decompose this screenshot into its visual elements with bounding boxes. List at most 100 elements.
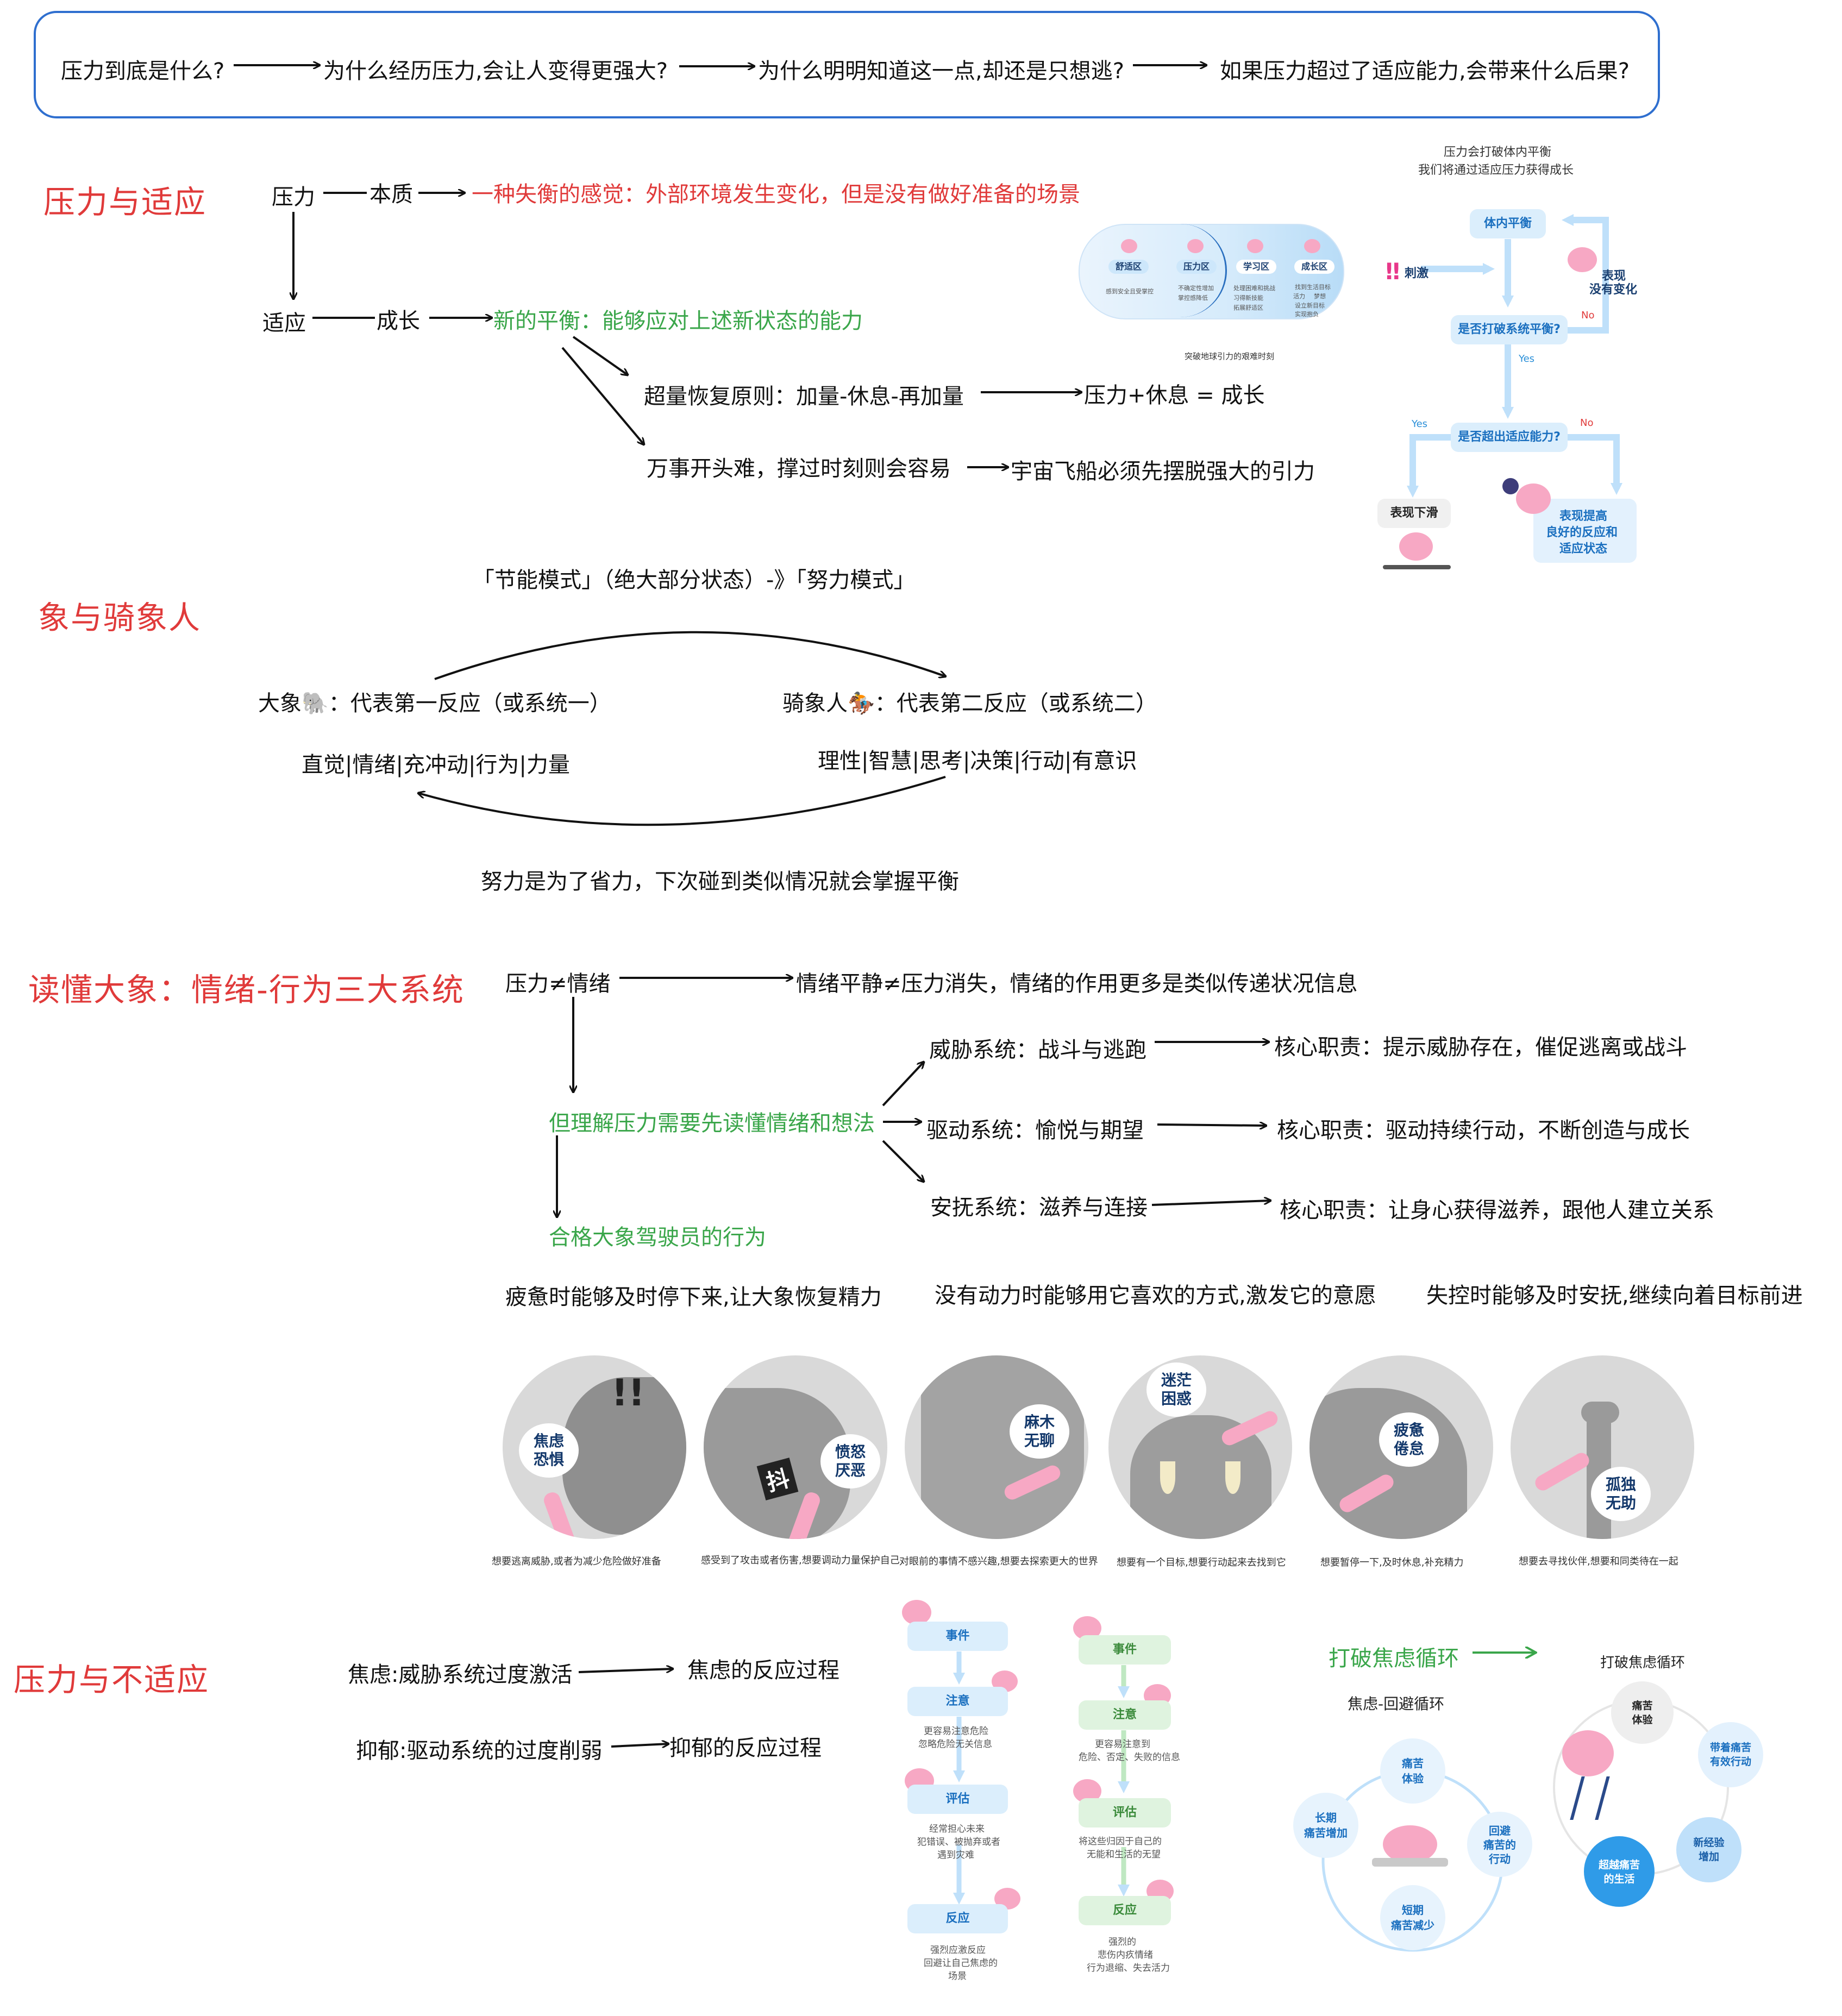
break-node-4: 超越痛苦的生活 (1584, 1836, 1655, 1907)
elephant-def: 大象🐘：代表第一反应（或系统一） (258, 691, 611, 716)
chainA-step-react: 反应 (907, 1904, 1008, 1933)
chainA-brain-1 (902, 1600, 931, 1625)
zones-divider-arc (1127, 224, 1227, 317)
chainA-desc-3c: 遇到灾难 (937, 1850, 974, 1861)
avoid-center-brain (1383, 1825, 1437, 1863)
emotion-caption-6: 想要去寻找伙伴,想要和同类待在一起 (1519, 1556, 1678, 1567)
exclaim-icon: !! (611, 1372, 646, 1415)
break-node-3: 新经验增加 (1676, 1817, 1741, 1882)
chainA-desc-4a: 强烈应激反应 (930, 1945, 986, 1956)
chainA-desc-2b: 忽略危险无关信息 (918, 1739, 992, 1750)
flow-q1: 是否打破系统平衡? (1451, 315, 1568, 344)
chainB-step-react: 反应 (1079, 1896, 1171, 1925)
rider-traits: 理性|智慧|思考|决策|行动|有意识 (818, 749, 1137, 774)
avoid-node-1: 痛苦体验 (1380, 1738, 1445, 1804)
flow-balance: 体内平衡 (1470, 209, 1546, 238)
flow-title-1: 压力会打破体内平衡 (1444, 146, 1552, 159)
emotion-bubble-4: 迷茫困惑 (1146, 1362, 1206, 1417)
emotion-caption-1: 想要逃离威胁,或者为减少危险做好准备 (492, 1556, 661, 1567)
elephant-traits: 直觉|情绪|充冲动|行为|力量 (302, 752, 570, 777)
emotion-bubble-3: 麻木无聊 (1010, 1404, 1069, 1459)
header-step-1: 压力到底是什么? (61, 59, 225, 84)
avoid-node-4: 长期痛苦增加 (1293, 1793, 1358, 1858)
flow-decline: 表现下滑 (1377, 499, 1451, 528)
flow-nochange-2: 没有变化 (1589, 283, 1638, 297)
chainB-desc-4a: 强烈的 (1108, 1937, 1136, 1948)
header-step-4: 如果压力超过了适应能力,会带来什么后果? (1220, 59, 1630, 84)
chainA-desc-4b: 回避让自己焦虑的 (924, 1958, 998, 1969)
flow-brain-nochange (1568, 247, 1597, 272)
flow-stimulus: 刺激 (1405, 267, 1429, 280)
behavior-3: 失控时能够及时安抚,继续向着目标前进 (1426, 1283, 1803, 1308)
section-title-maladapt: 压力与不适应 (14, 1661, 210, 1698)
flow-improve-2: 良好的反应和 (1546, 526, 1618, 539)
emotion-bubble-6: 孤独无助 (1591, 1467, 1651, 1521)
zone-stress: 压力区 (1176, 260, 1217, 274)
chainA-step-eval: 评估 (907, 1785, 1008, 1814)
header-step-3: 为什么明明知道这一点,却还是只想逃? (758, 59, 1124, 84)
chainB-desc-3a: 将这些归因于自己的 (1079, 1836, 1162, 1847)
break-cycle-label: 打破焦虑循环 (1329, 1646, 1459, 1671)
emotion-caption-3: 对眼前的事情不感兴趣,想要去探索更大的世界 (899, 1556, 1098, 1567)
node-adapt: 适应 (262, 311, 306, 336)
flow-improve-1: 表现提高 (1559, 510, 1608, 523)
flow-title-2: 我们将通过适应压力获得成长 (1418, 164, 1574, 177)
qualified-driver: 合格大象驾驶员的行为 (549, 1225, 766, 1250)
chainB-desc-3b: 无能和生活的无望 (1087, 1849, 1161, 1860)
flow-nochange-1: 表现 (1602, 269, 1626, 283)
overload-principle: 超量恢复原则：加量-休息-再加量 (644, 384, 964, 409)
flow-improve-box (1533, 499, 1637, 563)
section-title-elephant-rider: 象与骑象人 (38, 599, 202, 636)
flow-q2: 是否超出适应能力? (1451, 423, 1568, 452)
emotion-bubble-2: 愤怒厌恶 (820, 1434, 880, 1489)
chainA-desc-3b: 犯错误、被抛弃或者 (917, 1837, 1000, 1848)
chainA-step-attention: 注意 (907, 1687, 1008, 1716)
pressure-not-emotion: 压力≠情绪 (505, 971, 611, 996)
zone-desc-3c: 拓展舒适区 (1233, 304, 1263, 311)
soothe-system: 安抚系统：滋养与连接 (930, 1195, 1148, 1220)
avoid-node-3: 短期痛苦减少 (1380, 1885, 1445, 1950)
flow-yes-2: Yes (1412, 418, 1428, 430)
depression-def: 抑郁:驱动系统的过度削弱 (356, 1738, 603, 1763)
chainA-desc-2a: 更容易注意危险 (924, 1726, 988, 1737)
chainB-desc-4b: 悲伤内疚情绪 (1098, 1950, 1153, 1961)
break-cycle-title: 打破焦虑循环 (1600, 1655, 1686, 1671)
rider-def: 骑象人🏇：代表第二反应（或系统二） (782, 691, 1157, 716)
dumbbell-icon (1502, 478, 1519, 494)
flow-brain-decline (1399, 532, 1433, 561)
emotion-caption-2: 感受到了攻击或者伤害,想要调动力量保护自己 (701, 1555, 900, 1566)
break-node-2: 带着痛苦有效行动 (1698, 1722, 1763, 1787)
zone-desc-4d: 设立新目标 (1295, 302, 1325, 309)
zone-desc-4c: 梦想 (1314, 293, 1326, 300)
avoid-center-bed (1372, 1858, 1448, 1867)
zone-desc-4e: 实现抱负 (1295, 311, 1319, 318)
emotion-caption-4: 想要有一个目标,想要行动起来去找到它 (1117, 1557, 1286, 1568)
behavior-2: 没有动力时能够用它喜欢的方式,激发它的意愿 (935, 1283, 1376, 1308)
zone-brain-2 (1187, 239, 1204, 253)
zone-desc-3b: 习得新技能 (1233, 294, 1263, 302)
chainA-desc-4c: 场景 (948, 1971, 967, 1982)
zones-caption: 突破地球引力的艰难时刻 (1185, 351, 1275, 361)
zone-growth: 成长区 (1294, 260, 1334, 274)
break-node-1: 痛苦体验 (1611, 1681, 1674, 1744)
zone-brain-4 (1304, 239, 1320, 253)
chainB-desc-2b: 危险、否定、失败的信息 (1079, 1752, 1180, 1763)
zone-learning: 学习区 (1236, 260, 1276, 274)
section-title-stress-adapt: 压力与适应 (43, 184, 207, 221)
flow-brain-improve (1516, 483, 1551, 514)
chainB-desc-2a: 更容易注意到 (1095, 1739, 1150, 1750)
zone-desc-1: 感到安全且受掌控 (1106, 288, 1154, 295)
zone-desc-2a: 不确定性增加 (1178, 285, 1214, 292)
avoid-cycle-title: 焦虑-回避循环 (1348, 1695, 1445, 1713)
modes: 「节能模式」（绝大部分状态）-》「努力模式」 (473, 568, 916, 593)
depression-process: 抑郁的反应过程 (669, 1736, 822, 1761)
chainB-step-event: 事件 (1079, 1635, 1171, 1665)
effort-note: 努力是为了省力，下次碰到类似情况就会掌握平衡 (481, 869, 959, 894)
emotion-bubble-5: 疲惫倦怠 (1379, 1412, 1439, 1467)
zone-brain-3 (1247, 239, 1263, 253)
zone-brain-1 (1121, 239, 1137, 253)
node-pressure: 压力 (272, 185, 315, 210)
chainA-desc-3a: 经常担心未来 (929, 1824, 985, 1835)
zone-comfort: 舒适区 (1108, 260, 1149, 274)
